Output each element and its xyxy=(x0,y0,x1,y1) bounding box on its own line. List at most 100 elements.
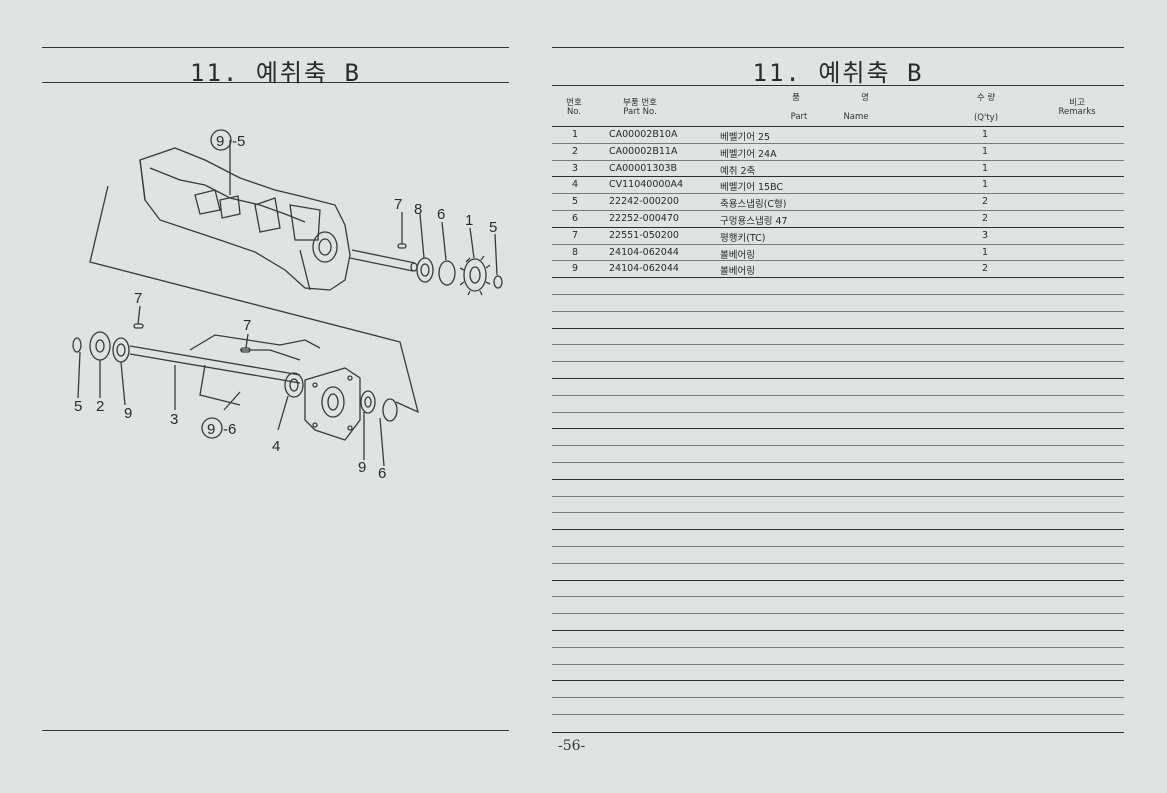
header-partno-ko: 부품 번호 xyxy=(623,98,657,108)
table-rule-line xyxy=(552,462,1124,463)
left-page-title: 11. 예취축 B xyxy=(190,59,361,87)
right-title-top-rule xyxy=(552,47,1124,48)
table-rule-line xyxy=(552,344,1124,346)
left-title-top-rule xyxy=(42,47,509,48)
table-row: 1 CA00002B10A 베벨기어 25 1 xyxy=(552,127,1124,144)
row-qty: 2 xyxy=(981,196,989,208)
label-6-lower: 6 xyxy=(378,465,386,482)
table-row: 7 22551-050200 평행키(TC) 3 xyxy=(552,228,1124,245)
label-8: 8 xyxy=(414,201,422,218)
row-part-no: CA00002B10A xyxy=(609,129,678,140)
row-qty: 2 xyxy=(981,263,989,275)
row-name: 축용스냅링(C형) xyxy=(720,199,787,211)
label-9-right: 9 xyxy=(358,459,366,476)
row-part-no: 22242-000200 xyxy=(609,196,679,208)
row-part-no: CA00001303B xyxy=(609,162,678,174)
row-part-no: CV11040000A4 xyxy=(609,179,684,191)
row-part-no: 24104-062044 xyxy=(609,263,679,275)
table-rule-line xyxy=(552,394,1124,396)
table-rule-line xyxy=(552,697,1124,699)
row-name: 예취 2축 xyxy=(720,165,756,177)
table-rule-line xyxy=(552,445,1124,447)
label-3: 3 xyxy=(170,411,178,428)
header-qty-en: (Q'ty) xyxy=(973,113,999,123)
table-row: 9 24104-062044 볼베어링 2 xyxy=(552,261,1124,278)
row-no: 3 xyxy=(571,162,579,174)
table-rule-line xyxy=(552,546,1124,547)
table-header-bottom-line xyxy=(552,126,1124,127)
right-title-bottom-rule xyxy=(552,85,1124,86)
row-name: 구멍용스냅링 47 xyxy=(720,216,788,227)
table-rule-line xyxy=(552,226,1124,228)
table-rule-line xyxy=(552,294,1124,295)
row-qty: 1 xyxy=(981,179,989,191)
row-part-no: CA00002B11A xyxy=(609,145,678,157)
table-row: 5 22242-000200 축용스냅링(C형) 2 xyxy=(552,194,1124,211)
table-rule-line xyxy=(552,327,1124,329)
table-rule-line xyxy=(552,478,1124,480)
table-rule-line xyxy=(552,495,1124,497)
right-page-title: 11. 예취축 B xyxy=(752,59,924,87)
row-name: 볼베어링 xyxy=(720,266,755,278)
header-remarks-ko: 비고 xyxy=(1069,98,1085,108)
table-rule-line xyxy=(552,361,1124,363)
table-rule-line xyxy=(552,680,1124,682)
table-rule-line xyxy=(552,260,1124,262)
table-rule-line xyxy=(552,142,1124,144)
label-1: 1 xyxy=(465,212,473,229)
table-row: 3 CA00001303B 예취 2축 1 xyxy=(552,161,1124,178)
callout-9-5-number: 9 xyxy=(216,133,224,150)
table-rule-line xyxy=(552,663,1124,665)
table-rule-line xyxy=(552,210,1124,211)
table-rule-line xyxy=(552,562,1124,564)
row-name: 볼베어링 xyxy=(720,249,755,261)
upper-shaft xyxy=(349,249,416,272)
header-partno-en: Part No. xyxy=(623,107,657,117)
table-rule-line xyxy=(552,277,1124,279)
row-name: 평행키(TC) xyxy=(720,232,766,244)
header-name-ko-1: 품 xyxy=(792,93,800,103)
table-rule-line xyxy=(552,529,1124,531)
table-rule-line xyxy=(552,159,1124,161)
table-row: 4 CV11040000A4 베벨기어 15BC 1 xyxy=(552,177,1124,194)
row-no: 7 xyxy=(571,229,579,241)
table-rule-line xyxy=(552,613,1124,615)
row-name: 베벨기어 25 xyxy=(720,132,771,143)
label-2: 2 xyxy=(96,398,104,415)
row-qty: 2 xyxy=(981,213,989,224)
row-part-no: 22551-050200 xyxy=(609,229,679,241)
row-part-no: 24104-062044 xyxy=(609,246,679,258)
label-6-upper: 6 xyxy=(437,206,445,223)
row-qty: 1 xyxy=(981,129,989,140)
exploded-parts-diagram: 9 -5 9 -6 7 8 6 1 5 7 7 5 2 9 3 4 9 6 xyxy=(72,129,503,482)
row-no: 1 xyxy=(571,129,579,140)
row-no: 5 xyxy=(571,196,579,208)
row-name: 베벨기어 15BC xyxy=(720,182,784,194)
row-no: 6 xyxy=(571,213,579,224)
table-rule-line xyxy=(552,428,1124,430)
row-name: 베벨기어 24A xyxy=(720,148,777,160)
table-row: 8 24104-062044 볼베어링 1 xyxy=(552,245,1124,262)
row-qty: 1 xyxy=(981,162,989,174)
page-number: -56- xyxy=(558,738,586,754)
table-rule-line xyxy=(552,411,1124,413)
table-rule-line xyxy=(552,596,1124,598)
table-rule-line xyxy=(552,630,1124,631)
header-name-ko-2: 명 xyxy=(861,93,869,103)
header-no-en: No. xyxy=(566,107,582,117)
header-remarks-en: Remarks xyxy=(1058,107,1096,117)
table-rule-line xyxy=(552,646,1124,648)
label-9-left: 9 xyxy=(124,405,132,422)
left-title-bottom-rule xyxy=(42,82,509,83)
callout-9-6-number: 9 xyxy=(207,421,215,438)
upper-housing xyxy=(139,147,351,291)
row-qty: 1 xyxy=(981,246,989,258)
label-7-upper: 7 xyxy=(394,196,402,213)
callout-9-5-suffix: -5 xyxy=(232,133,245,150)
table-rule-line xyxy=(552,176,1124,178)
label-4: 4 xyxy=(272,438,280,455)
header-name-en-2: Name xyxy=(843,112,869,122)
table-rule-line xyxy=(552,512,1124,514)
label-7-middle: 7 xyxy=(243,317,251,334)
row-qty: 3 xyxy=(981,229,989,241)
